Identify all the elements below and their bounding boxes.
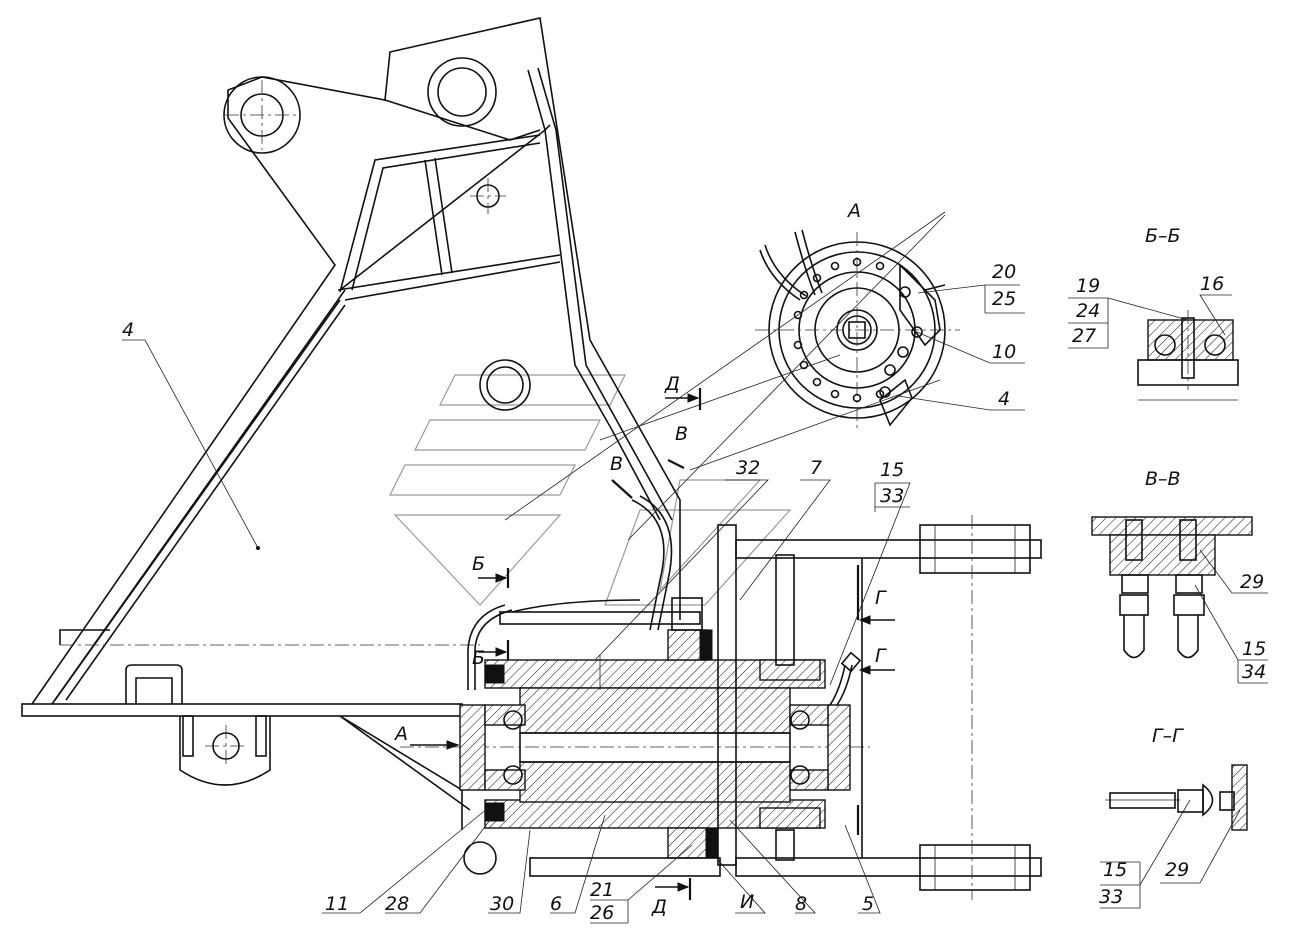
callout-27: 27 (1072, 325, 1096, 347)
label-view-a: А (846, 200, 861, 222)
callout-20: 20 (992, 261, 1016, 283)
pivot-holes (205, 57, 531, 875)
callout-4-a: 4 (998, 388, 1010, 410)
callout-19: 19 (1076, 275, 1100, 297)
cut-b2: Б (472, 647, 485, 669)
detail-view-a (755, 229, 960, 430)
callout-32: 32 (736, 457, 760, 479)
callout-29-g: 29 (1165, 859, 1189, 881)
cut-b1: Б (472, 553, 485, 575)
watermark-logo (389, 374, 792, 606)
callout-16: 16 (1200, 273, 1224, 295)
callout-28: 28 (385, 893, 409, 915)
callout-29-v: 29 (1240, 571, 1264, 593)
callout-15-v: 15 (1242, 638, 1266, 660)
callout-33-g: 33 (1099, 886, 1123, 908)
callout-24: 24 (1076, 300, 1100, 322)
cut-v2: В (610, 453, 623, 475)
label-main-4: 4 (122, 319, 134, 341)
label-section-gg: Г–Г (1152, 725, 1184, 747)
callout-7: 7 (810, 457, 822, 479)
projection-lines (504, 211, 946, 541)
label-section-bb: Б–Б (1145, 225, 1181, 247)
detail-i: И (740, 891, 754, 913)
section-v-v (1091, 516, 1253, 659)
callout-34: 34 (1242, 661, 1266, 683)
bracket-frame (21, 17, 681, 830)
axle-assembly (400, 495, 1042, 900)
callout-8: 8 (795, 893, 807, 915)
cut-arrows (410, 388, 895, 900)
callout-11: 11 (325, 893, 349, 915)
callout-5: 5 (862, 893, 874, 915)
callout-30: 30 (490, 893, 514, 915)
callout-21: 21 (590, 879, 614, 901)
callout-33-main: 33 (880, 485, 904, 507)
callout-15-main: 15 (880, 459, 904, 481)
section-g-g (1105, 764, 1248, 831)
callout-25: 25 (992, 288, 1016, 310)
cut-d-top: Д (664, 373, 680, 395)
leader-lines (122, 284, 1268, 924)
cut-g2: Г (875, 645, 887, 667)
bolt-circle (793, 257, 885, 403)
callout-10: 10 (992, 341, 1016, 363)
cut-a: А (393, 723, 408, 745)
cut-g1: Г (875, 587, 887, 609)
callout-6: 6 (550, 893, 562, 915)
drawing-labels: 4 А Б–Б В–В Г–Г Д Д В В Б Б Г Г А И 20 2… (122, 200, 1266, 924)
cut-v1: В (675, 423, 688, 445)
cut-d-bottom: Д (651, 896, 667, 918)
section-b-b (1137, 310, 1239, 401)
label-section-vv: В–В (1145, 468, 1181, 490)
callout-15-g: 15 (1103, 859, 1127, 881)
callout-26: 26 (590, 902, 614, 924)
